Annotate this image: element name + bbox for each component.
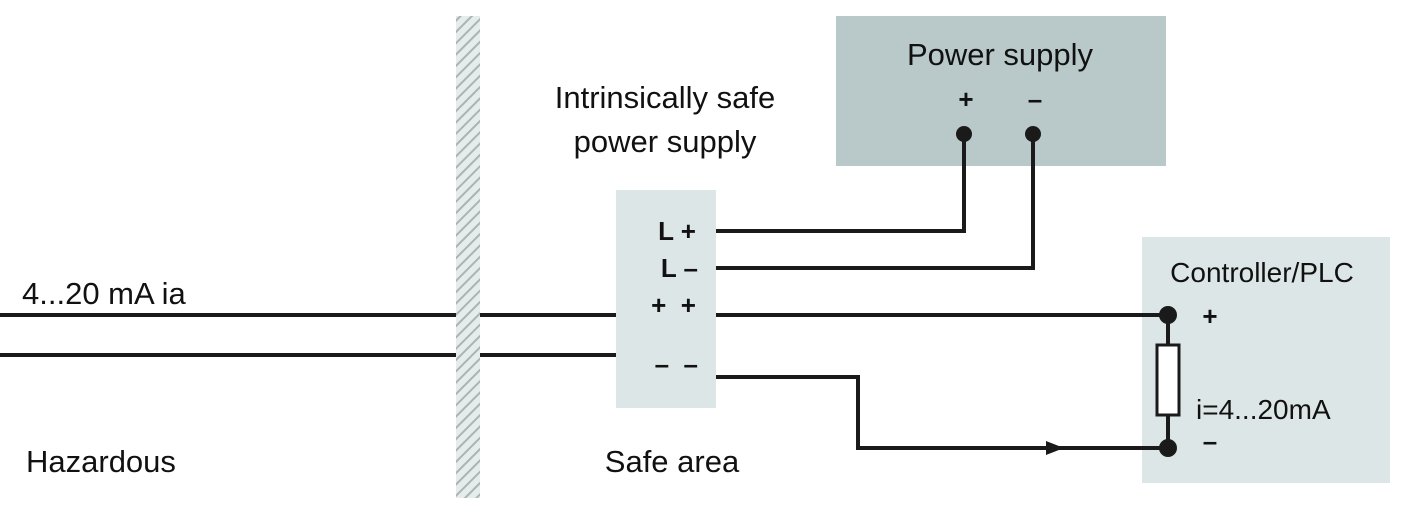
barrier-terminal-box <box>616 190 716 408</box>
signal-label: 4...20 mA ia <box>22 276 186 311</box>
terminal-minus-minus: – – <box>655 349 698 379</box>
dot-psu-plus <box>956 126 972 142</box>
terminal-l-minus: L – <box>661 253 698 283</box>
terminal-l-plus: L + <box>658 216 696 246</box>
controller-box <box>1142 237 1390 483</box>
power-supply-box: Power supply + – <box>836 16 1166 166</box>
dot-psu-minus <box>1025 126 1041 142</box>
power-supply-plus: + <box>958 84 973 114</box>
barrier-title-line2: power supply <box>574 124 757 159</box>
controller-minus: – <box>1203 426 1217 456</box>
controller-plus: + <box>1202 301 1217 331</box>
controller-current: i=4...20mA <box>1196 394 1331 425</box>
power-supply-title: Power supply <box>907 37 1094 72</box>
hazardous-label: Hazardous <box>26 444 176 479</box>
wire-lminus <box>716 134 1035 270</box>
power-supply-minus: – <box>1028 84 1042 114</box>
power-supply-rect <box>836 16 1166 166</box>
arrowhead-icon <box>1046 441 1064 455</box>
hatched-wall-icon <box>456 16 480 498</box>
wire-minus-out <box>716 375 1168 450</box>
dot-plc-minus <box>1159 439 1177 457</box>
wire-lplus <box>716 134 966 233</box>
controller-title: Controller/PLC <box>1170 257 1354 288</box>
dot-plc-plus <box>1159 306 1177 324</box>
resistor-icon <box>1155 343 1181 417</box>
barrier-title-line1: Intrinsically safe <box>555 80 776 115</box>
wires <box>0 134 1170 450</box>
safe-area-label: Safe area <box>605 444 740 479</box>
terminal-plus-plus: + + <box>651 290 696 320</box>
